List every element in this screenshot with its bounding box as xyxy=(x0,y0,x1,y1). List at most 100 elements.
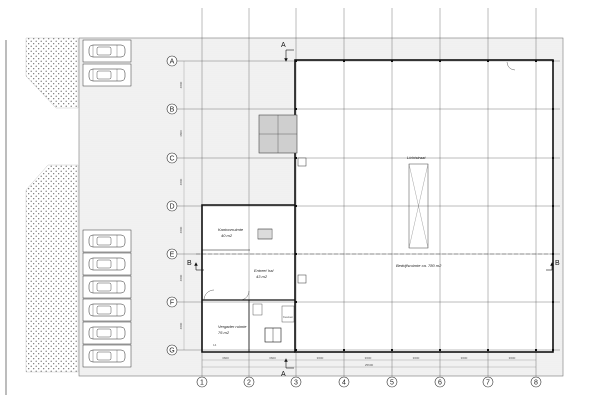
skylight xyxy=(408,163,429,249)
car-icon xyxy=(88,349,126,363)
parking-spot xyxy=(82,275,132,299)
dim-text-bottom: 3600 xyxy=(365,356,372,360)
hall-outer-wall xyxy=(294,59,554,353)
section-label-b-right: B xyxy=(555,260,560,267)
dim-text-left: 4800 xyxy=(179,81,183,88)
column-marker xyxy=(391,60,393,62)
grid-label-col: 3 xyxy=(294,380,298,387)
room-label-bedrijf: Bedrijfsruimte ca. 780 m2 xyxy=(396,263,442,268)
parking-area xyxy=(82,39,132,368)
car-icon xyxy=(88,68,126,82)
section-marker-a-top: A xyxy=(281,42,294,62)
grid-label-col: 1 xyxy=(200,380,204,387)
dim-text-left: 4800 xyxy=(179,130,183,137)
stair-step-count: 14 xyxy=(213,343,217,347)
parking-spot xyxy=(82,344,132,368)
grid-bubble-col xyxy=(386,376,398,388)
room-label-vergader-area: 76 m2 xyxy=(218,330,230,335)
grid-label-row: G xyxy=(169,348,174,355)
car-icon xyxy=(88,280,126,294)
grid-label-col: 4 xyxy=(342,380,346,387)
section-marker-a-bottom: A xyxy=(281,358,294,378)
grid-bubble-row xyxy=(166,152,178,164)
grid-label-row: A xyxy=(170,59,175,66)
parking-spot xyxy=(82,229,132,253)
grid-bubble-row xyxy=(166,200,178,212)
room-label-kantoor-name: Kantoorruimte xyxy=(218,227,244,232)
grid-bubble-row xyxy=(166,103,178,115)
section-label-b-left: B xyxy=(187,260,192,267)
column-marker xyxy=(343,349,345,351)
dim-text-bottom: 3600 xyxy=(509,356,516,360)
room-label-kantoor-area: 40 m2 xyxy=(221,233,233,238)
parking-spot xyxy=(82,39,132,63)
grid-bubble-col xyxy=(243,376,255,388)
dim-text-bottom: 3600 xyxy=(413,356,420,360)
dim-text-left: 4800 xyxy=(179,274,183,281)
small-box xyxy=(297,157,307,167)
office-outer-wall xyxy=(201,204,295,353)
dim-text-bottom: 3600 xyxy=(461,356,468,360)
landscape-area-top xyxy=(25,37,79,109)
grid-label-row: D xyxy=(169,204,174,211)
column-marker xyxy=(295,205,297,207)
dim-text-bottom: 3600 xyxy=(222,356,229,360)
grid-bubble-col xyxy=(482,376,494,388)
grid-label-row: B xyxy=(170,107,175,114)
door-swing xyxy=(203,289,215,301)
grid-label-row: F xyxy=(170,300,174,307)
column-marker xyxy=(439,60,441,62)
column-marker xyxy=(439,349,441,351)
grid-bubble-col xyxy=(196,376,208,388)
grid-bubble-col xyxy=(434,376,446,388)
grid-label-col: 7 xyxy=(486,380,490,387)
small-box xyxy=(297,274,307,284)
grid-label-row: C xyxy=(169,156,174,163)
room-label-lichtstraat: Lichtstraat xyxy=(407,155,426,160)
column-marker xyxy=(535,60,537,62)
grid-label-col: 8 xyxy=(534,380,538,387)
column-marker xyxy=(295,157,297,159)
dim-text-total: 25600 xyxy=(365,363,374,367)
section-marker-b-left: B xyxy=(187,260,204,271)
dim-text-bottom: 3600 xyxy=(317,356,324,360)
dim-text-left: 4800 xyxy=(179,322,183,329)
grid-label-col: 5 xyxy=(390,380,394,387)
grid-bubble-row xyxy=(166,55,178,67)
parking-spot xyxy=(82,298,132,322)
car-icon xyxy=(88,257,126,271)
parking-spot xyxy=(82,321,132,345)
landscape-area-bottom xyxy=(25,164,79,373)
dim-text-left: 4800 xyxy=(179,178,183,185)
column-marker xyxy=(487,349,489,351)
column-marker xyxy=(535,349,537,351)
column-marker xyxy=(295,349,297,351)
grid-bubble-row xyxy=(166,344,178,356)
column-marker xyxy=(391,349,393,351)
grid-label-row: E xyxy=(170,252,175,259)
office-interior xyxy=(202,205,295,352)
car-icon xyxy=(88,234,126,248)
column-marker xyxy=(343,60,345,62)
grid-bubble-col xyxy=(338,376,350,388)
room-label-vergader-name: Vergader ruimte xyxy=(218,324,247,329)
kitchen-area xyxy=(281,305,295,323)
grid-label-col: 6 xyxy=(438,380,442,387)
toilet-block xyxy=(252,303,263,316)
room-label-entree-name: Entree/ hal xyxy=(254,268,273,273)
door-swing xyxy=(506,61,516,71)
room-label-entree-area: 43 m2 xyxy=(256,274,268,279)
section-label-a-top: A xyxy=(281,42,286,49)
stair xyxy=(257,228,273,240)
room-label-keuken: Keuken xyxy=(283,315,294,319)
grid-bubble-row xyxy=(166,296,178,308)
car-icon xyxy=(88,44,126,58)
column-marker xyxy=(295,60,297,62)
column-marker xyxy=(295,108,297,110)
section-label-a-bottom: A xyxy=(281,371,286,378)
dim-text-bottom: 3600 xyxy=(269,356,276,360)
dim-text-left: 4800 xyxy=(179,226,183,233)
grid-bubble-col xyxy=(530,376,542,388)
door-swing xyxy=(239,290,250,301)
